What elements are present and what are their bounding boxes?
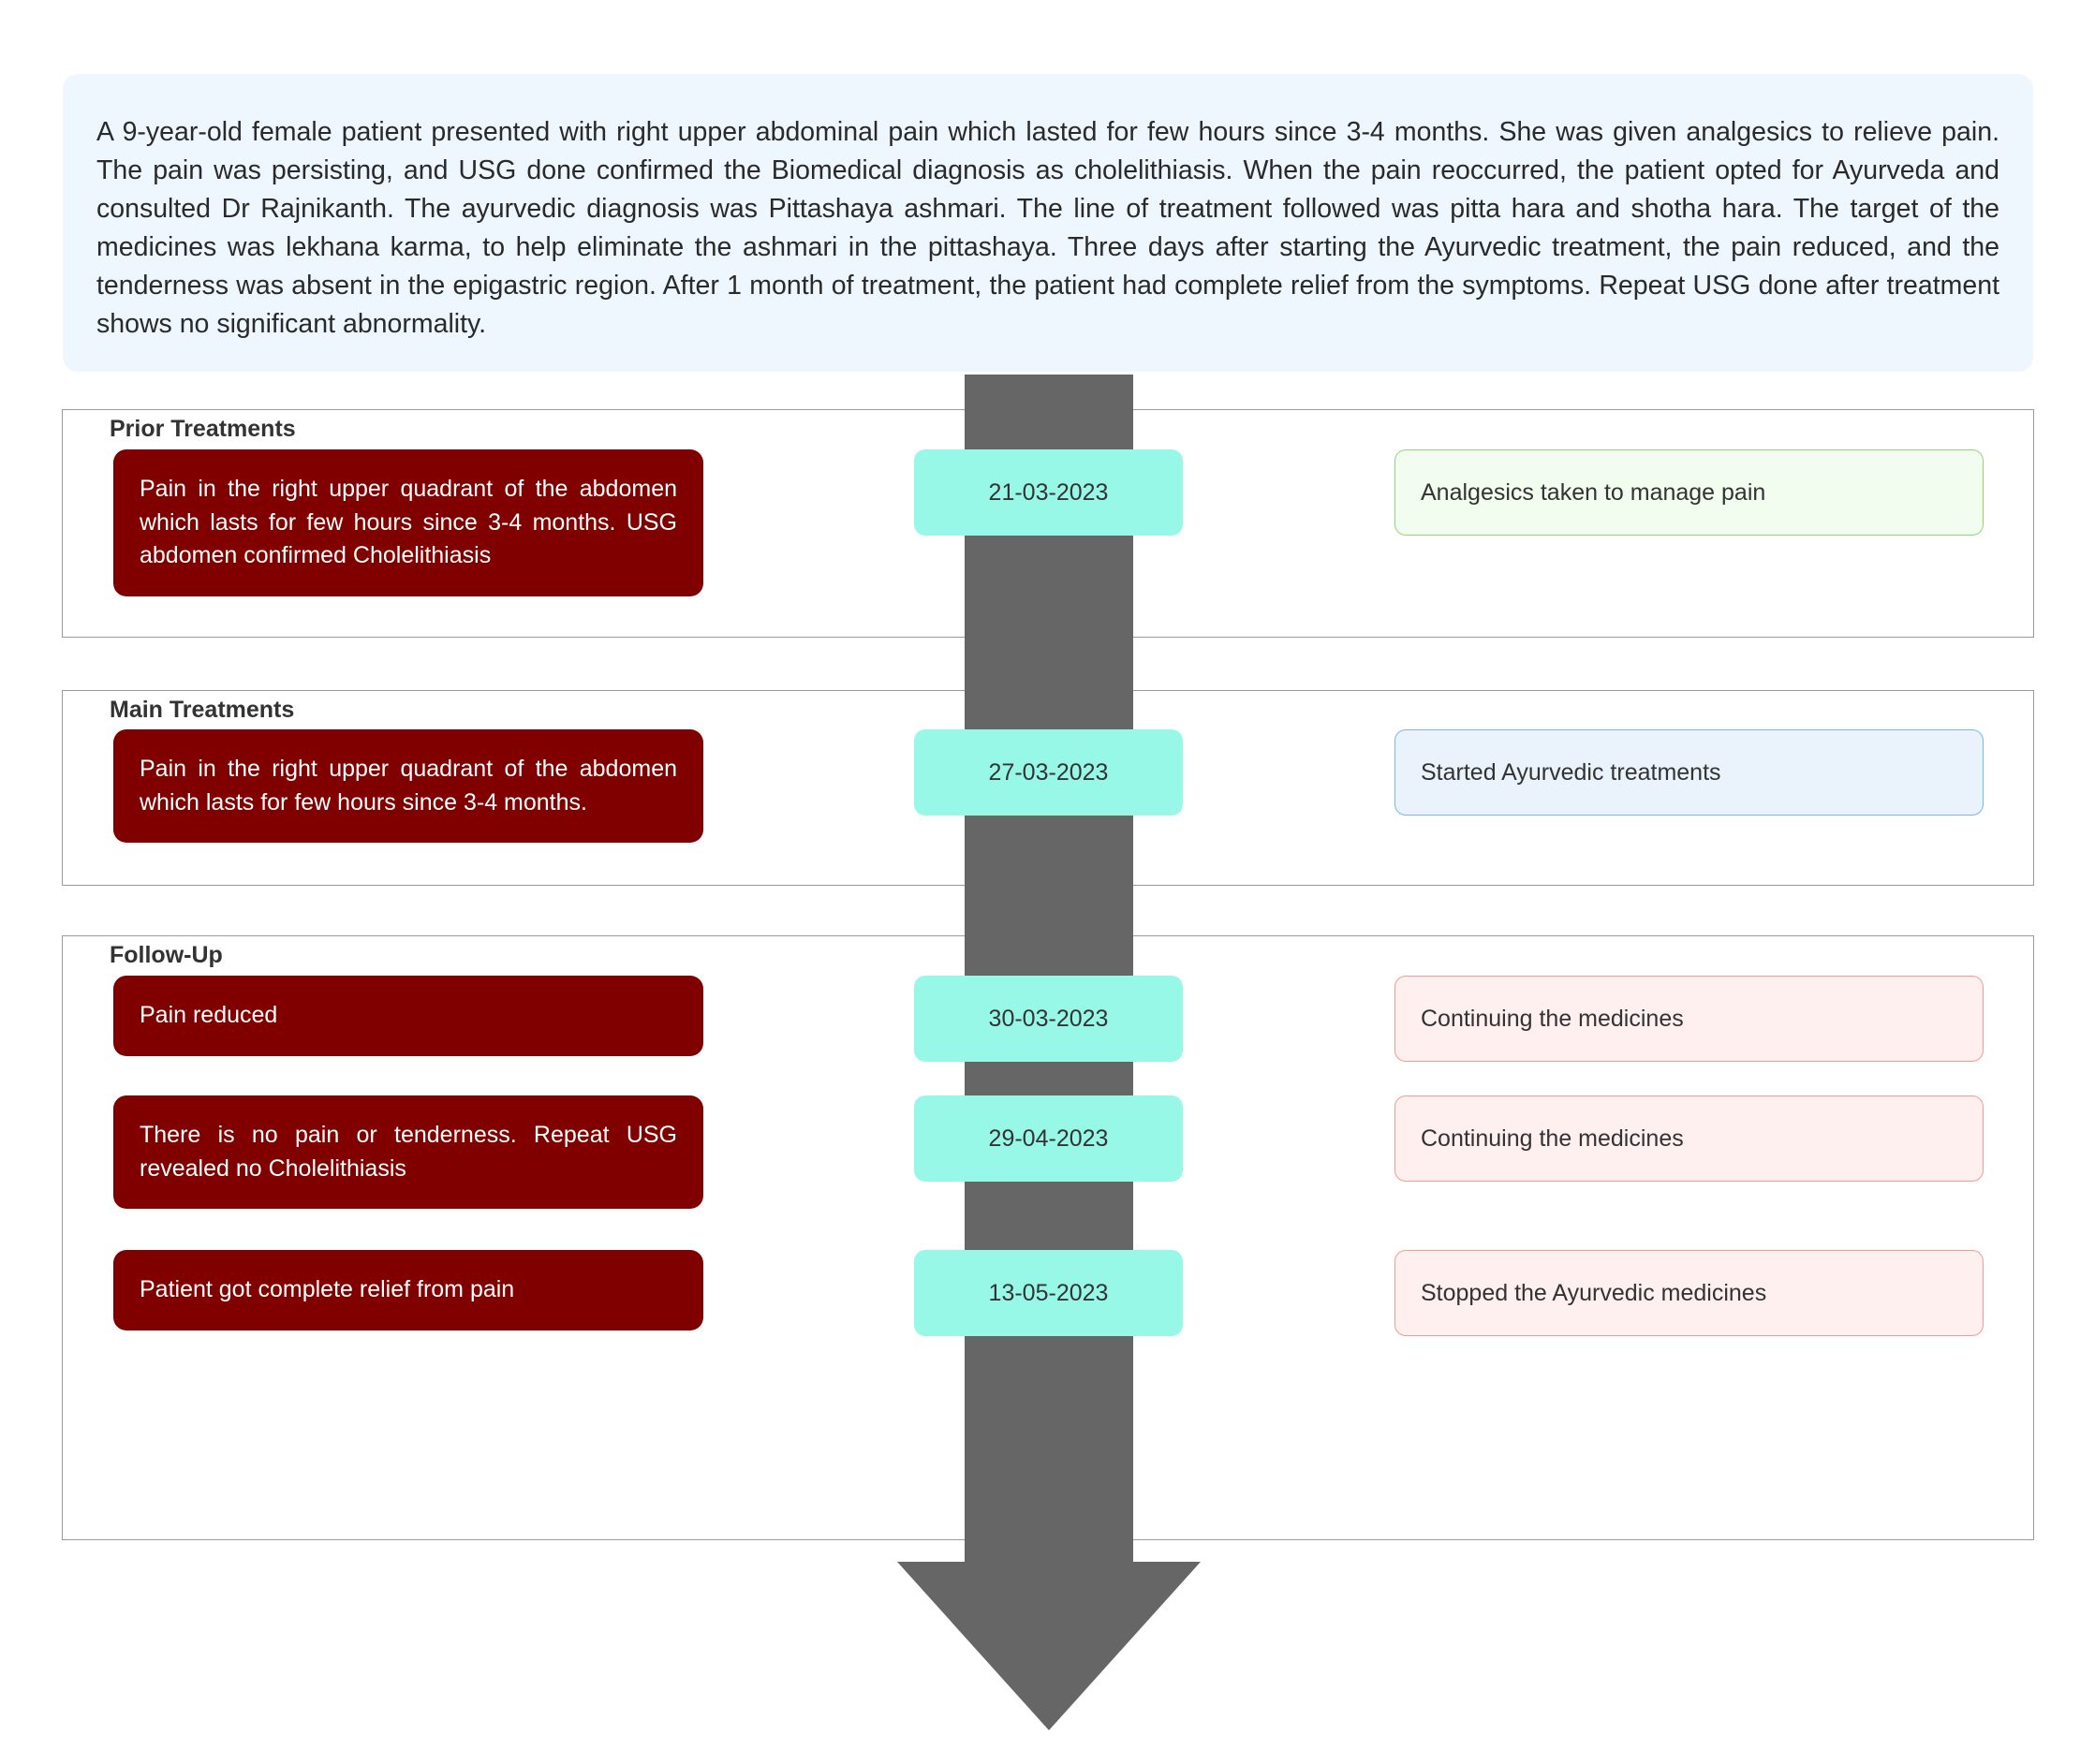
action-box: Started Ayurvedic treatments	[1394, 729, 1984, 816]
date-badge: 29-04-2023	[914, 1095, 1183, 1182]
action-box: Stopped the Ayurvedic medicines	[1394, 1250, 1984, 1336]
event-box: Patient got complete relief from pain	[113, 1250, 703, 1330]
action-box: Continuing the medicines	[1394, 1095, 1984, 1182]
action-box: Analgesics taken to manage pain	[1394, 449, 1984, 536]
date-badge: 13-05-2023	[914, 1250, 1183, 1336]
action-box: Continuing the medicines	[1394, 976, 1984, 1062]
event-box: Pain reduced	[113, 976, 703, 1056]
section-title-main-treatments: Main Treatments	[110, 697, 295, 723]
date-badge: 30-03-2023	[914, 976, 1183, 1062]
timeline-arrow-shaft	[965, 375, 1133, 1564]
event-box: Pain in the right upper quadrant of the …	[113, 729, 703, 843]
date-badge: 21-03-2023	[914, 449, 1183, 536]
date-badge: 27-03-2023	[914, 729, 1183, 816]
event-box: Pain in the right upper quadrant of the …	[113, 449, 703, 596]
event-box: There is no pain or tenderness. Repeat U…	[113, 1095, 703, 1209]
timeline-arrowhead	[897, 1562, 1201, 1730]
case-summary: A 9-year-old female patient presented wi…	[63, 74, 2033, 372]
section-title-follow-up: Follow-Up	[110, 942, 223, 968]
section-title-prior-treatments: Prior Treatments	[110, 416, 296, 442]
